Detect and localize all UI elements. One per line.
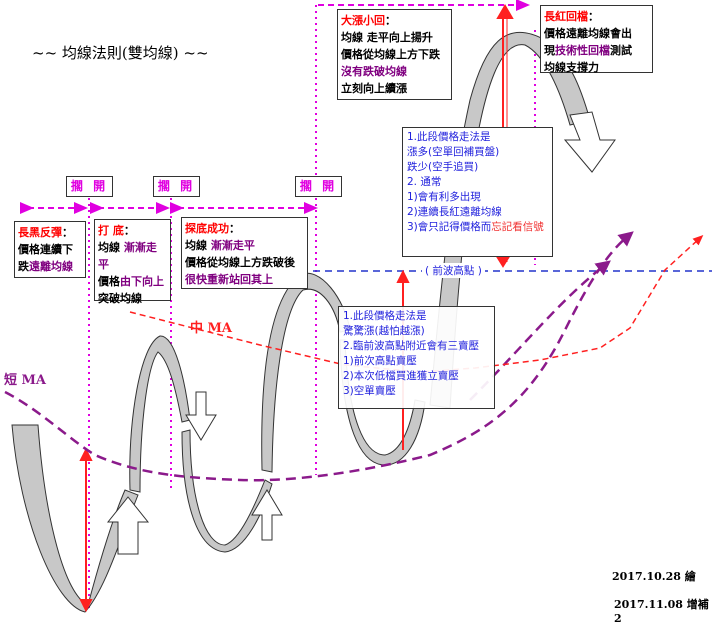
note-upper: 1.此段價格走法是 漲多(空單回補買盤) 跌少(空手追買) 2. 通常 1)會有… <box>402 127 553 257</box>
highlight: 遠離均線 <box>29 260 73 273</box>
line: 價格 <box>98 275 120 288</box>
highlight: 很快重新站回其上 <box>185 273 273 286</box>
note-line: 3)會只記得價格而 <box>407 221 492 233</box>
colon: ： <box>588 10 599 23</box>
page-title: ~~ 均線法則(雙均線) ~~ <box>32 44 209 62</box>
line: 價格從均線上方下跌 <box>341 48 440 61</box>
colon: ： <box>229 222 240 235</box>
note-line: 2)連續長紅遠離均線 <box>407 206 502 218</box>
highlight: 漸漸走平 <box>98 241 157 271</box>
note-line: 3)空單賣壓 <box>343 385 396 397</box>
line: 均線支撐力 <box>544 61 599 74</box>
highlight: 沒有跌破均線 <box>341 65 407 78</box>
line: 價格從均線上方跌破後 <box>185 256 295 269</box>
line: 跌 <box>18 260 29 273</box>
highlight: 漸漸走平 <box>210 239 255 252</box>
separator-label-1: 擱 開 <box>66 176 113 197</box>
price-direction-arrows <box>106 111 616 555</box>
big-rise-box: 大漲小回： 均線 走平向上揚升 價格從均線上方下跌 沒有跌破均線 立刻向上續漲 <box>337 9 452 100</box>
line: 均線 <box>185 239 211 252</box>
separator-label-2: 擱 開 <box>153 176 200 197</box>
note-lower: 1.此段價格走法是 驚驚漲(越怕越漲) 2.臨前波高點附近會有三賣壓 1)前次高… <box>338 306 495 409</box>
note-line: 1)前次高點賣壓 <box>343 355 417 367</box>
heading: 打 底 <box>98 224 124 237</box>
line: 測試 <box>610 44 632 57</box>
note-line: 2)本次低檔買進獲立賣壓 <box>343 370 459 382</box>
note-line: 2. 通常 <box>407 176 442 188</box>
line: 價格遠離均線會出 <box>544 27 632 40</box>
previous-high-label: ( 前波高點 ) <box>422 263 485 278</box>
note-line: 跌少(空手追買) <box>407 161 479 173</box>
note-line: 1.此段價格走法是 <box>407 131 491 143</box>
bottom-success-box: 探底成功： 均線 漸漸走平 價格從均線上方跌破後 很快重新站回其上 <box>181 217 308 289</box>
line: 突破均線 <box>98 292 142 305</box>
bottoming-box: 打 底： 均線 漸漸走平 價格由下向上 突破均線 <box>94 219 171 305</box>
note-warning: 忘記看信號 <box>491 221 544 233</box>
heading: 探底成功 <box>185 222 229 235</box>
note-line: 1)會有利多出現 <box>407 191 481 203</box>
line: 均線 <box>98 241 124 254</box>
mid-ma-label: 中 MA <box>190 321 233 336</box>
line: 現 <box>544 44 555 57</box>
revised-date: 2017.11.08 增補 2 <box>614 598 709 625</box>
note-line: 2.臨前波高點附近會有三賣壓 <box>343 340 480 352</box>
long-black-box: 長黑反彈： 價格連續下 跌遠離均線 <box>14 221 86 278</box>
drawn-date: 2017.10.28 繪 <box>612 570 696 583</box>
note-line: 1.此段價格走法是 <box>343 310 427 322</box>
note-line: 驚驚漲(越怕越漲) <box>343 325 425 337</box>
heading: 長黑反彈 <box>18 226 62 239</box>
heading: 大漲小回 <box>341 14 385 27</box>
short-ma-label: 短 MA <box>4 373 47 388</box>
colon: ： <box>62 226 73 239</box>
long-red-box: 長紅回檔： 價格遠離均線會出 現技術性回檔測試 均線支撐力 <box>540 5 653 74</box>
colon: ： <box>123 224 135 237</box>
highlight: 由下向上 <box>120 275 164 288</box>
heading: 長紅回檔 <box>544 10 588 23</box>
highlight: 技術性回檔 <box>555 44 610 57</box>
note-line: 漲多(空單回補買盤) <box>407 146 500 158</box>
colon: ： <box>385 14 396 27</box>
line: 價格連續下 <box>18 243 73 256</box>
line: 立刻向上續漲 <box>341 82 407 95</box>
line: 均線 走平向上揚升 <box>341 31 433 44</box>
separator-label-3: 擱 開 <box>295 176 342 197</box>
